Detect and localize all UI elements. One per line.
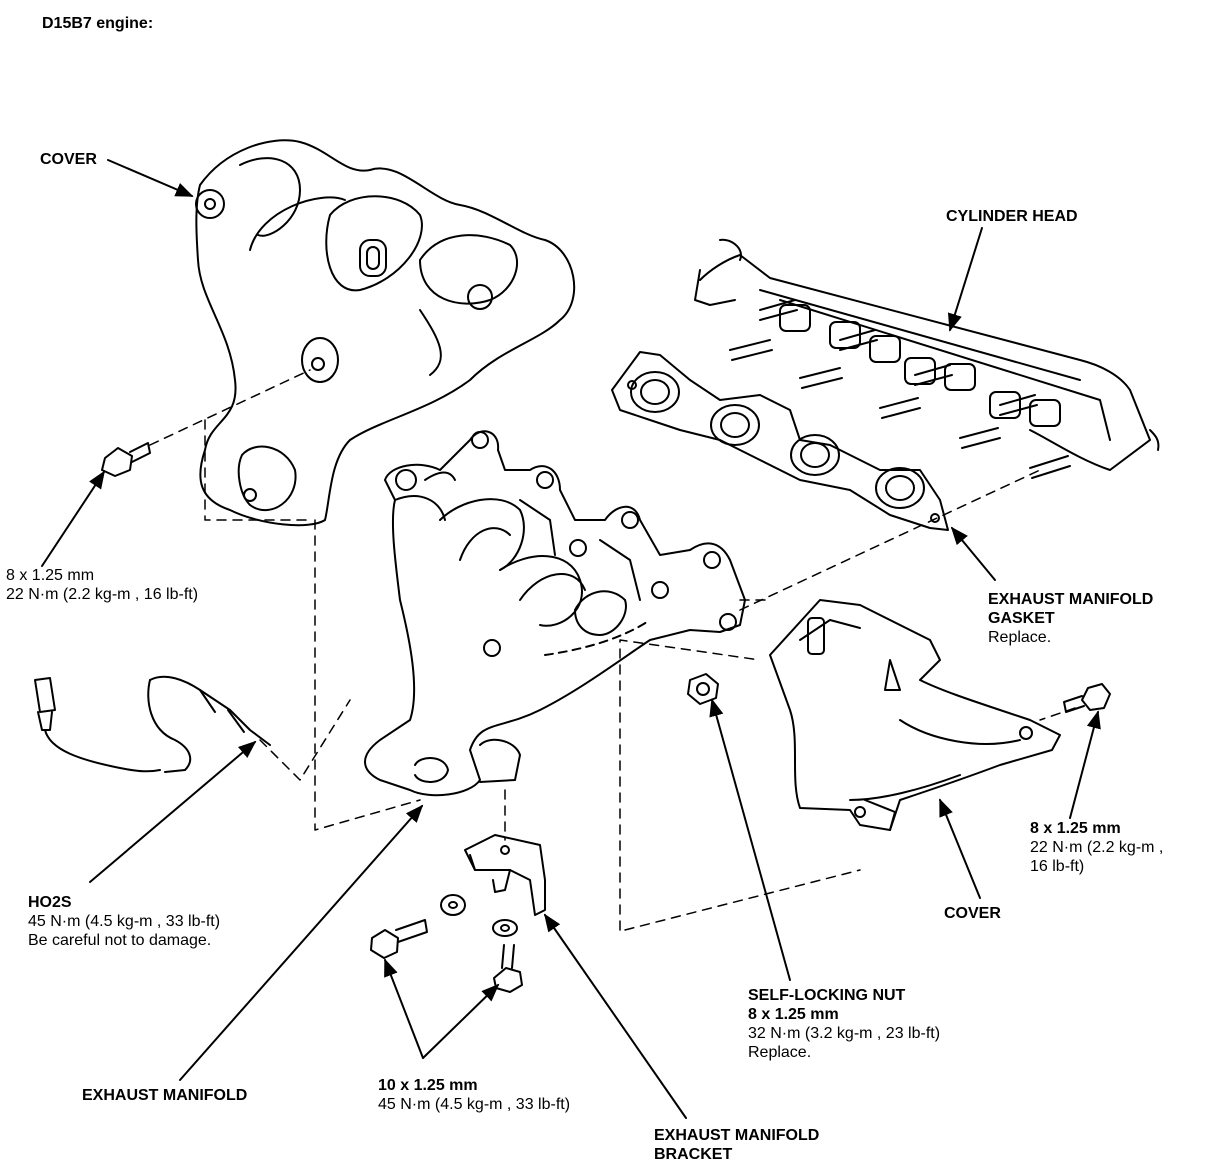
ho2s-sensor	[34, 675, 271, 773]
nut-note: Replace.	[748, 1044, 812, 1061]
gasket-label-line1: EXHAUST MANIFOLD	[988, 591, 1154, 608]
right-cover-bolt	[1063, 683, 1111, 713]
left-bolt-size: 8 x 1.25 mm	[6, 567, 95, 584]
exhaust-manifold-bracket	[464, 834, 546, 916]
ho2s-name: HO2S	[28, 894, 72, 911]
bracket-bolt-size: 10 x 1.25 mm	[378, 1077, 478, 1094]
gasket-label: EXHAUST MANIFOLD GASKET Replace.	[988, 590, 1153, 647]
bracket-label: EXHAUST MANIFOLD BRACKET	[654, 1126, 819, 1164]
label-leader-arrows	[41, 159, 1101, 1119]
right-bolt-size: 8 x 1.25 mm	[1030, 820, 1121, 837]
self-locking-nut	[687, 673, 719, 705]
washer-large	[440, 894, 466, 916]
nut-size: 8 x 1.25 mm	[748, 1006, 839, 1023]
right-bolt-torque: 22 N·m (2.2 kg-m ,	[1030, 839, 1164, 856]
nut-label: SELF-LOCKING NUT 8 x 1.25 mm 32 N·m (3.2…	[748, 986, 940, 1062]
bracket-label-line2: BRACKET	[654, 1146, 733, 1163]
gasket-label-line2: GASKET	[988, 610, 1055, 627]
left-cover-bolt	[101, 442, 151, 477]
left-bolt-torque: 22 N·m (2.2 kg-m , 16 lb-ft)	[6, 586, 199, 603]
exhaust-manifold-label: EXHAUST MANIFOLD	[82, 1087, 248, 1104]
gasket-label-note: Replace.	[988, 629, 1052, 646]
nut-torque: 32 N·m (3.2 kg-m , 23 lb-ft)	[748, 1025, 941, 1042]
cover-bottom-label: COVER	[944, 905, 1001, 922]
cover-top-label: COVER	[40, 151, 97, 168]
bracket-bolt-torque: 45 N·m (4.5 kg-m , 33 lb-ft)	[378, 1096, 571, 1113]
ho2s-note: Be careful not to damage.	[28, 932, 212, 949]
assembly-guide-lines	[149, 369, 1076, 931]
upper-heat-cover	[195, 139, 576, 527]
bracket-bolt-left	[370, 919, 428, 959]
exhaust-manifold	[364, 430, 746, 797]
washer-small	[492, 919, 518, 937]
cylinder-head	[694, 238, 1160, 479]
cylinder-head-label: CYLINDER HEAD	[946, 208, 1078, 225]
left-bolt-spec: 8 x 1.25 mm 22 N·m (2.2 kg-m , 16 lb-ft)	[6, 566, 198, 604]
ho2s-label: HO2S 45 N·m (4.5 kg-m , 33 lb-ft) Be car…	[28, 893, 220, 950]
fasteners	[34, 442, 1111, 993]
ho2s-torque: 45 N·m (4.5 kg-m , 33 lb-ft)	[28, 913, 221, 930]
bracket-bolt-spec: 10 x 1.25 mm 45 N·m (4.5 kg-m , 33 lb-ft…	[378, 1076, 570, 1114]
nut-name: SELF-LOCKING NUT	[748, 987, 906, 1004]
engine-label: D15B7 engine:	[42, 15, 154, 32]
right-bolt-spec: 8 x 1.25 mm 22 N·m (2.2 kg-m , 16 lb-ft)	[1030, 819, 1163, 876]
lower-heat-cover	[769, 599, 1061, 831]
bracket-label-line1: EXHAUST MANIFOLD	[654, 1127, 820, 1144]
exhaust-manifold-gasket	[611, 351, 949, 531]
right-bolt-torque-cont: 16 lb-ft)	[1030, 858, 1085, 875]
